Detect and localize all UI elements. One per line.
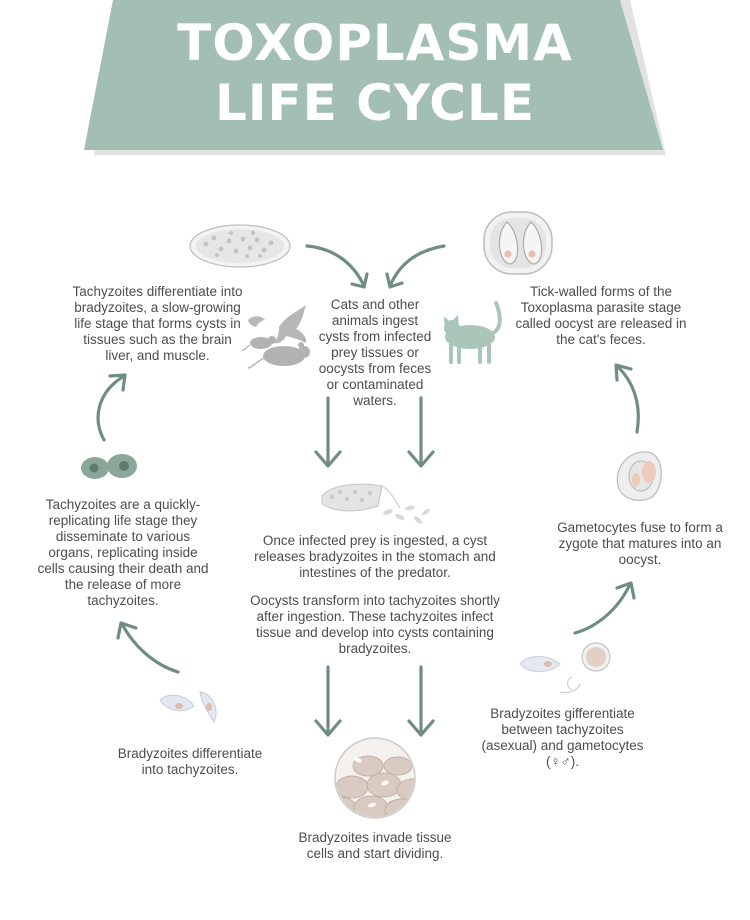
title-line-2: LIFE CYCLE (214, 74, 535, 132)
arrowhead (314, 450, 342, 468)
step-gametocytes-fuse-text: Gametocytes fuse to form a zygote that m… (557, 520, 723, 567)
step-invade-text: Bradyzoites invade tissue cells and star… (298, 830, 452, 861)
cat-icon (444, 301, 502, 364)
mouse-icon (241, 336, 310, 369)
arrow-left-lower (120, 622, 180, 674)
step-oocyst-release-text: Tick-walled forms of the Toxoplasma para… (515, 284, 687, 347)
arrowhead (350, 272, 369, 289)
step-cyst-release-text: Once infected prey is ingested, a cyst r… (254, 533, 496, 580)
arrowhead (615, 581, 636, 600)
step-ingest-text: Cats and other animals ingest cysts from… (318, 297, 432, 408)
bradyzoites-icon (159, 691, 217, 724)
arrowhead (116, 621, 138, 640)
tissue-cells-icon (334, 737, 416, 819)
step-oocyst-transform-text: Oocysts transform into tachyzoites short… (250, 593, 500, 656)
arrowhead (385, 272, 404, 289)
arrow-to-center-left (305, 244, 366, 288)
oocyst-icon (483, 211, 553, 275)
arrow-to-center-right (388, 244, 446, 288)
title-banner (84, 0, 663, 150)
arrowhead (407, 719, 435, 737)
bird-icon (248, 305, 307, 344)
ruptured-cyst-icon (321, 483, 430, 524)
step-brady-to-tachy-text: Bradyzoites differentiate into tachyzoit… (117, 746, 263, 777)
arrow-up-left (96, 374, 126, 442)
arrow-right-lower (573, 582, 632, 635)
arrowhead (407, 450, 435, 468)
step-brady-gameto-text: Bradyzoites gifferentiate between tachyz… (481, 706, 644, 769)
arrow-up-right (615, 364, 640, 434)
tachyzoite-cells-icon (81, 454, 137, 479)
step-tachy-to-brady-text: Tachyzoites differentiate into bradyzoit… (72, 284, 243, 363)
arrowhead (314, 719, 342, 737)
arrowhead (614, 363, 633, 382)
title-line-1: TOXOPLASMA (177, 14, 573, 72)
step-tachy-replicate-text: Tachyzoites are a quickly- replicating l… (37, 497, 209, 608)
arrowhead (108, 373, 127, 392)
zygote-icon (616, 451, 662, 501)
gametocytes-icon (519, 642, 611, 694)
tissue-cyst-icon (189, 224, 291, 268)
